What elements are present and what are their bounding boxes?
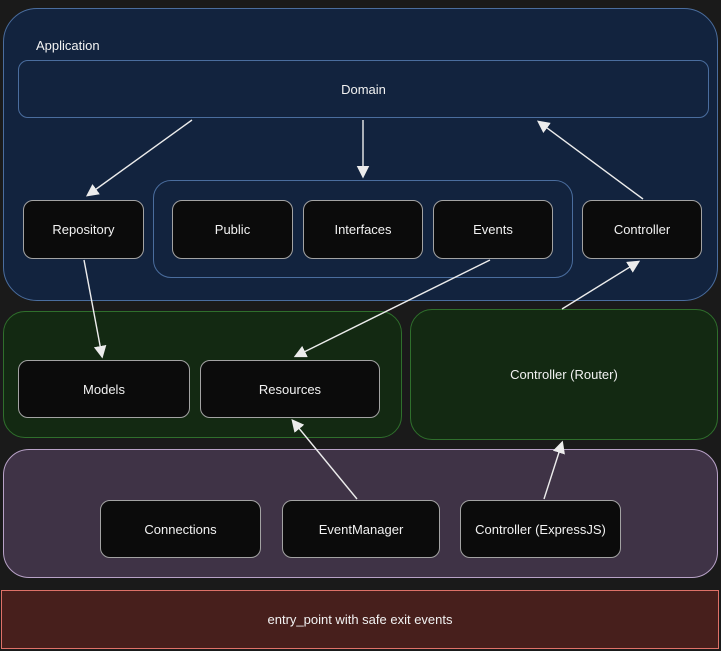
- node-controller-label: Controller: [613, 222, 671, 237]
- node-models: Models: [18, 360, 190, 418]
- node-controller-router-label: Controller (Router): [510, 367, 618, 382]
- node-resources: Resources: [200, 360, 380, 418]
- application-cluster-label: Application: [36, 38, 100, 53]
- node-controller: Controller: [582, 200, 702, 259]
- node-events: Events: [433, 200, 553, 259]
- node-controller-expressjs-label: Controller (ExpressJS): [475, 521, 606, 537]
- node-event-manager: EventManager: [282, 500, 440, 558]
- node-entry-point-label: entry_point with safe exit events: [267, 612, 453, 627]
- node-public-label: Public: [214, 222, 251, 237]
- node-models-label: Models: [83, 381, 125, 397]
- node-event-manager-label: EventManager: [318, 521, 404, 537]
- node-domain-label: Domain: [341, 81, 386, 97]
- node-events-label: Events: [473, 222, 513, 237]
- node-public: Public: [172, 200, 293, 259]
- node-connections-label: Connections: [144, 521, 217, 537]
- node-interfaces-label: Interfaces: [334, 222, 392, 237]
- node-entry-point: entry_point with safe exit events: [1, 590, 719, 649]
- node-controller-expressjs: Controller (ExpressJS): [460, 500, 621, 558]
- node-resources-label: Resources: [258, 381, 322, 397]
- node-connections: Connections: [100, 500, 261, 558]
- node-repository-label: Repository: [52, 222, 115, 237]
- node-interfaces: Interfaces: [303, 200, 423, 259]
- node-controller-router: Controller (Router): [410, 309, 718, 440]
- node-domain: Domain: [18, 60, 709, 118]
- node-repository: Repository: [23, 200, 144, 259]
